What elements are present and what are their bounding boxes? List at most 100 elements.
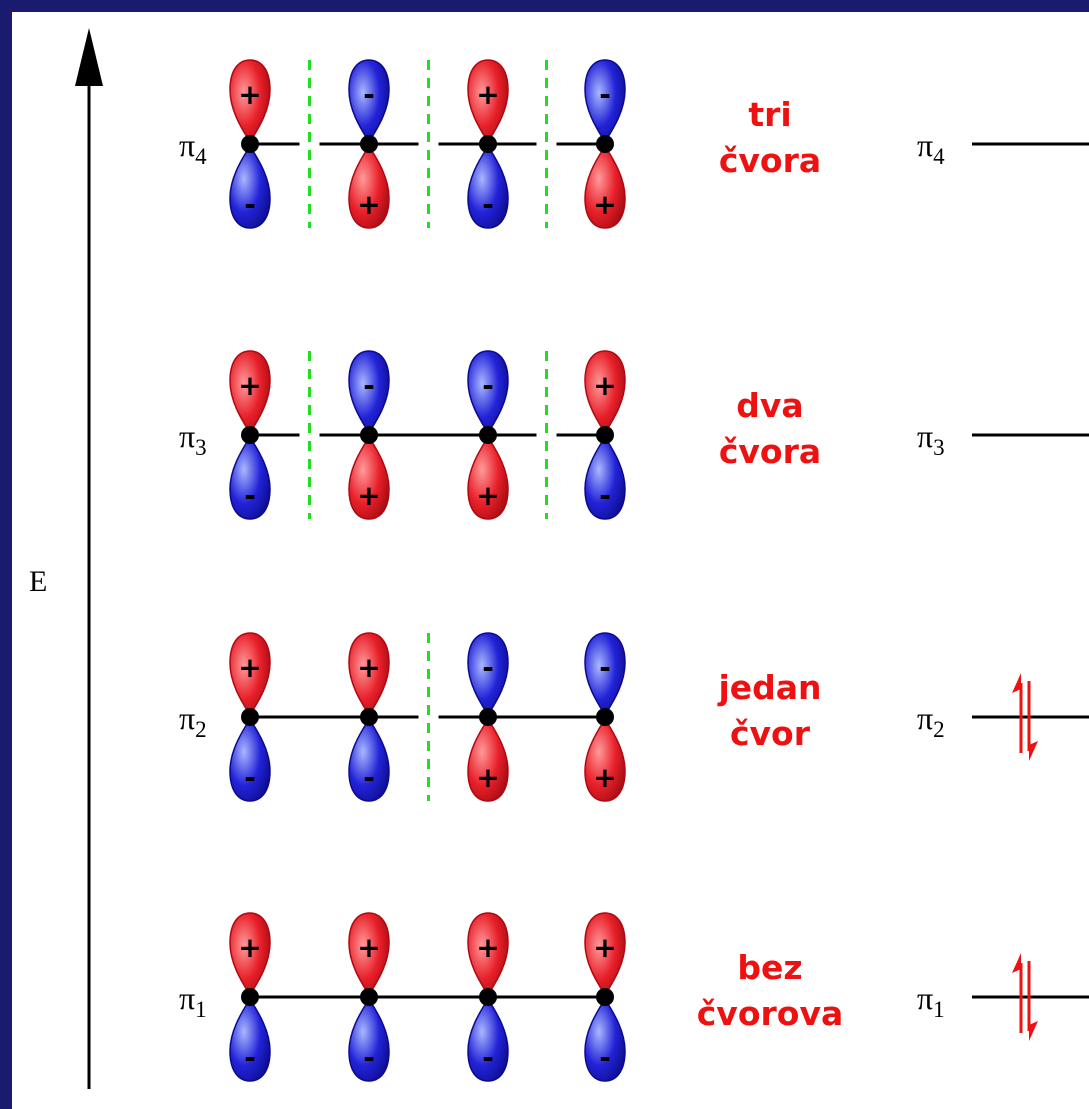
lobe-sign: - xyxy=(599,78,611,111)
atom-dot xyxy=(241,426,259,444)
orbital-label-symbol: π xyxy=(179,700,195,736)
atom-dot xyxy=(596,135,614,153)
lobe-sign: + xyxy=(357,479,380,512)
lobe-sign: - xyxy=(363,78,375,111)
negative-lobe xyxy=(348,59,390,144)
lobe-sign: + xyxy=(593,931,616,964)
lobe-sign: + xyxy=(476,78,499,111)
orbital-label-pi3: π3 xyxy=(179,418,207,460)
positive-lobe xyxy=(584,912,626,997)
lobe-sign: - xyxy=(363,1041,375,1074)
energy-level-symbol: π xyxy=(917,127,933,163)
electron-up-arrowhead xyxy=(1012,953,1021,973)
positive-lobe xyxy=(467,912,509,997)
orbital-label-pi2: π2 xyxy=(179,700,207,742)
positive-lobe xyxy=(348,435,390,520)
node-count-text-line1: dva xyxy=(736,386,803,425)
lobe-sign: - xyxy=(599,1041,611,1074)
energy-level-label-pi4: π4 xyxy=(917,127,945,169)
positive-lobe xyxy=(467,435,509,520)
node-count-text-line2: čvorova xyxy=(697,994,843,1033)
energy-level-index: 4 xyxy=(933,144,945,169)
atom-dot xyxy=(479,708,497,726)
positive-lobe xyxy=(584,350,626,435)
positive-lobe xyxy=(348,632,390,717)
lobe-sign: - xyxy=(482,651,494,684)
lobe-sign: - xyxy=(244,188,256,221)
energy-axis: E xyxy=(29,28,103,1089)
negative-lobe xyxy=(584,997,626,1082)
negative-lobe xyxy=(229,144,271,229)
positive-lobe xyxy=(229,912,271,997)
lobe-sign: - xyxy=(482,1041,494,1074)
energy-level-label-pi1: π1 xyxy=(917,980,945,1022)
negative-lobe xyxy=(348,350,390,435)
orbital-label-index: 4 xyxy=(195,144,207,169)
atom-dot xyxy=(241,135,259,153)
positive-lobe xyxy=(584,717,626,802)
atom-dot xyxy=(241,988,259,1006)
atom-dot xyxy=(360,708,378,726)
atom-dot xyxy=(360,426,378,444)
negative-lobe xyxy=(467,632,509,717)
orbital-label-index: 3 xyxy=(195,435,207,460)
negative-lobe xyxy=(467,997,509,1082)
electron-down-arrowhead xyxy=(1029,1021,1038,1041)
node-count-text-line1: tri xyxy=(748,95,791,134)
atom-dot xyxy=(479,135,497,153)
atom-dot xyxy=(596,708,614,726)
orbital-label-symbol: π xyxy=(179,980,195,1016)
negative-lobe xyxy=(467,144,509,229)
positive-lobe xyxy=(348,144,390,229)
orbital-label-pi1: π1 xyxy=(179,980,207,1022)
positive-lobe xyxy=(229,59,271,144)
lobe-sign: - xyxy=(244,1041,256,1074)
energy-axis-label: E xyxy=(29,565,47,598)
lobe-sign: + xyxy=(476,479,499,512)
negative-lobe xyxy=(348,717,390,802)
node-count-text-line2: čvor xyxy=(730,714,811,753)
node-count-text-line1: bez xyxy=(737,948,802,987)
lobe-sign: + xyxy=(238,931,261,964)
energy-level-symbol: π xyxy=(917,700,933,736)
lobe-sign: + xyxy=(593,369,616,402)
lobe-sign: + xyxy=(357,188,380,221)
lobe-sign: + xyxy=(357,931,380,964)
energy-level-index: 2 xyxy=(933,717,945,742)
atom-dot xyxy=(241,708,259,726)
lobe-sign: - xyxy=(599,651,611,684)
lobe-sign: + xyxy=(476,931,499,964)
electron-down-arrowhead xyxy=(1029,741,1038,761)
positive-lobe xyxy=(467,59,509,144)
negative-lobe xyxy=(229,435,271,520)
energy-level-index: 3 xyxy=(933,435,945,460)
lobe-sign: - xyxy=(599,479,611,512)
negative-lobe xyxy=(584,632,626,717)
atom-dot xyxy=(596,988,614,1006)
lobe-sign: - xyxy=(244,479,256,512)
lobe-sign: + xyxy=(238,651,261,684)
lobe-sign: - xyxy=(482,188,494,221)
orbital-label-index: 1 xyxy=(195,997,207,1022)
lobe-sign: - xyxy=(363,761,375,794)
positive-lobe xyxy=(229,632,271,717)
negative-lobe xyxy=(229,997,271,1082)
energy-level-symbol: π xyxy=(917,980,933,1016)
lobe-sign: + xyxy=(476,761,499,794)
positive-lobe xyxy=(229,350,271,435)
negative-lobe xyxy=(467,350,509,435)
lobe-sign: - xyxy=(482,369,494,402)
orbital-label-symbol: π xyxy=(179,418,195,454)
negative-lobe xyxy=(584,435,626,520)
energy-axis-arrowhead xyxy=(75,28,103,86)
positive-lobe xyxy=(584,144,626,229)
node-count-text-line1: jedan xyxy=(716,668,821,707)
negative-lobe xyxy=(348,997,390,1082)
atom-dot xyxy=(596,426,614,444)
